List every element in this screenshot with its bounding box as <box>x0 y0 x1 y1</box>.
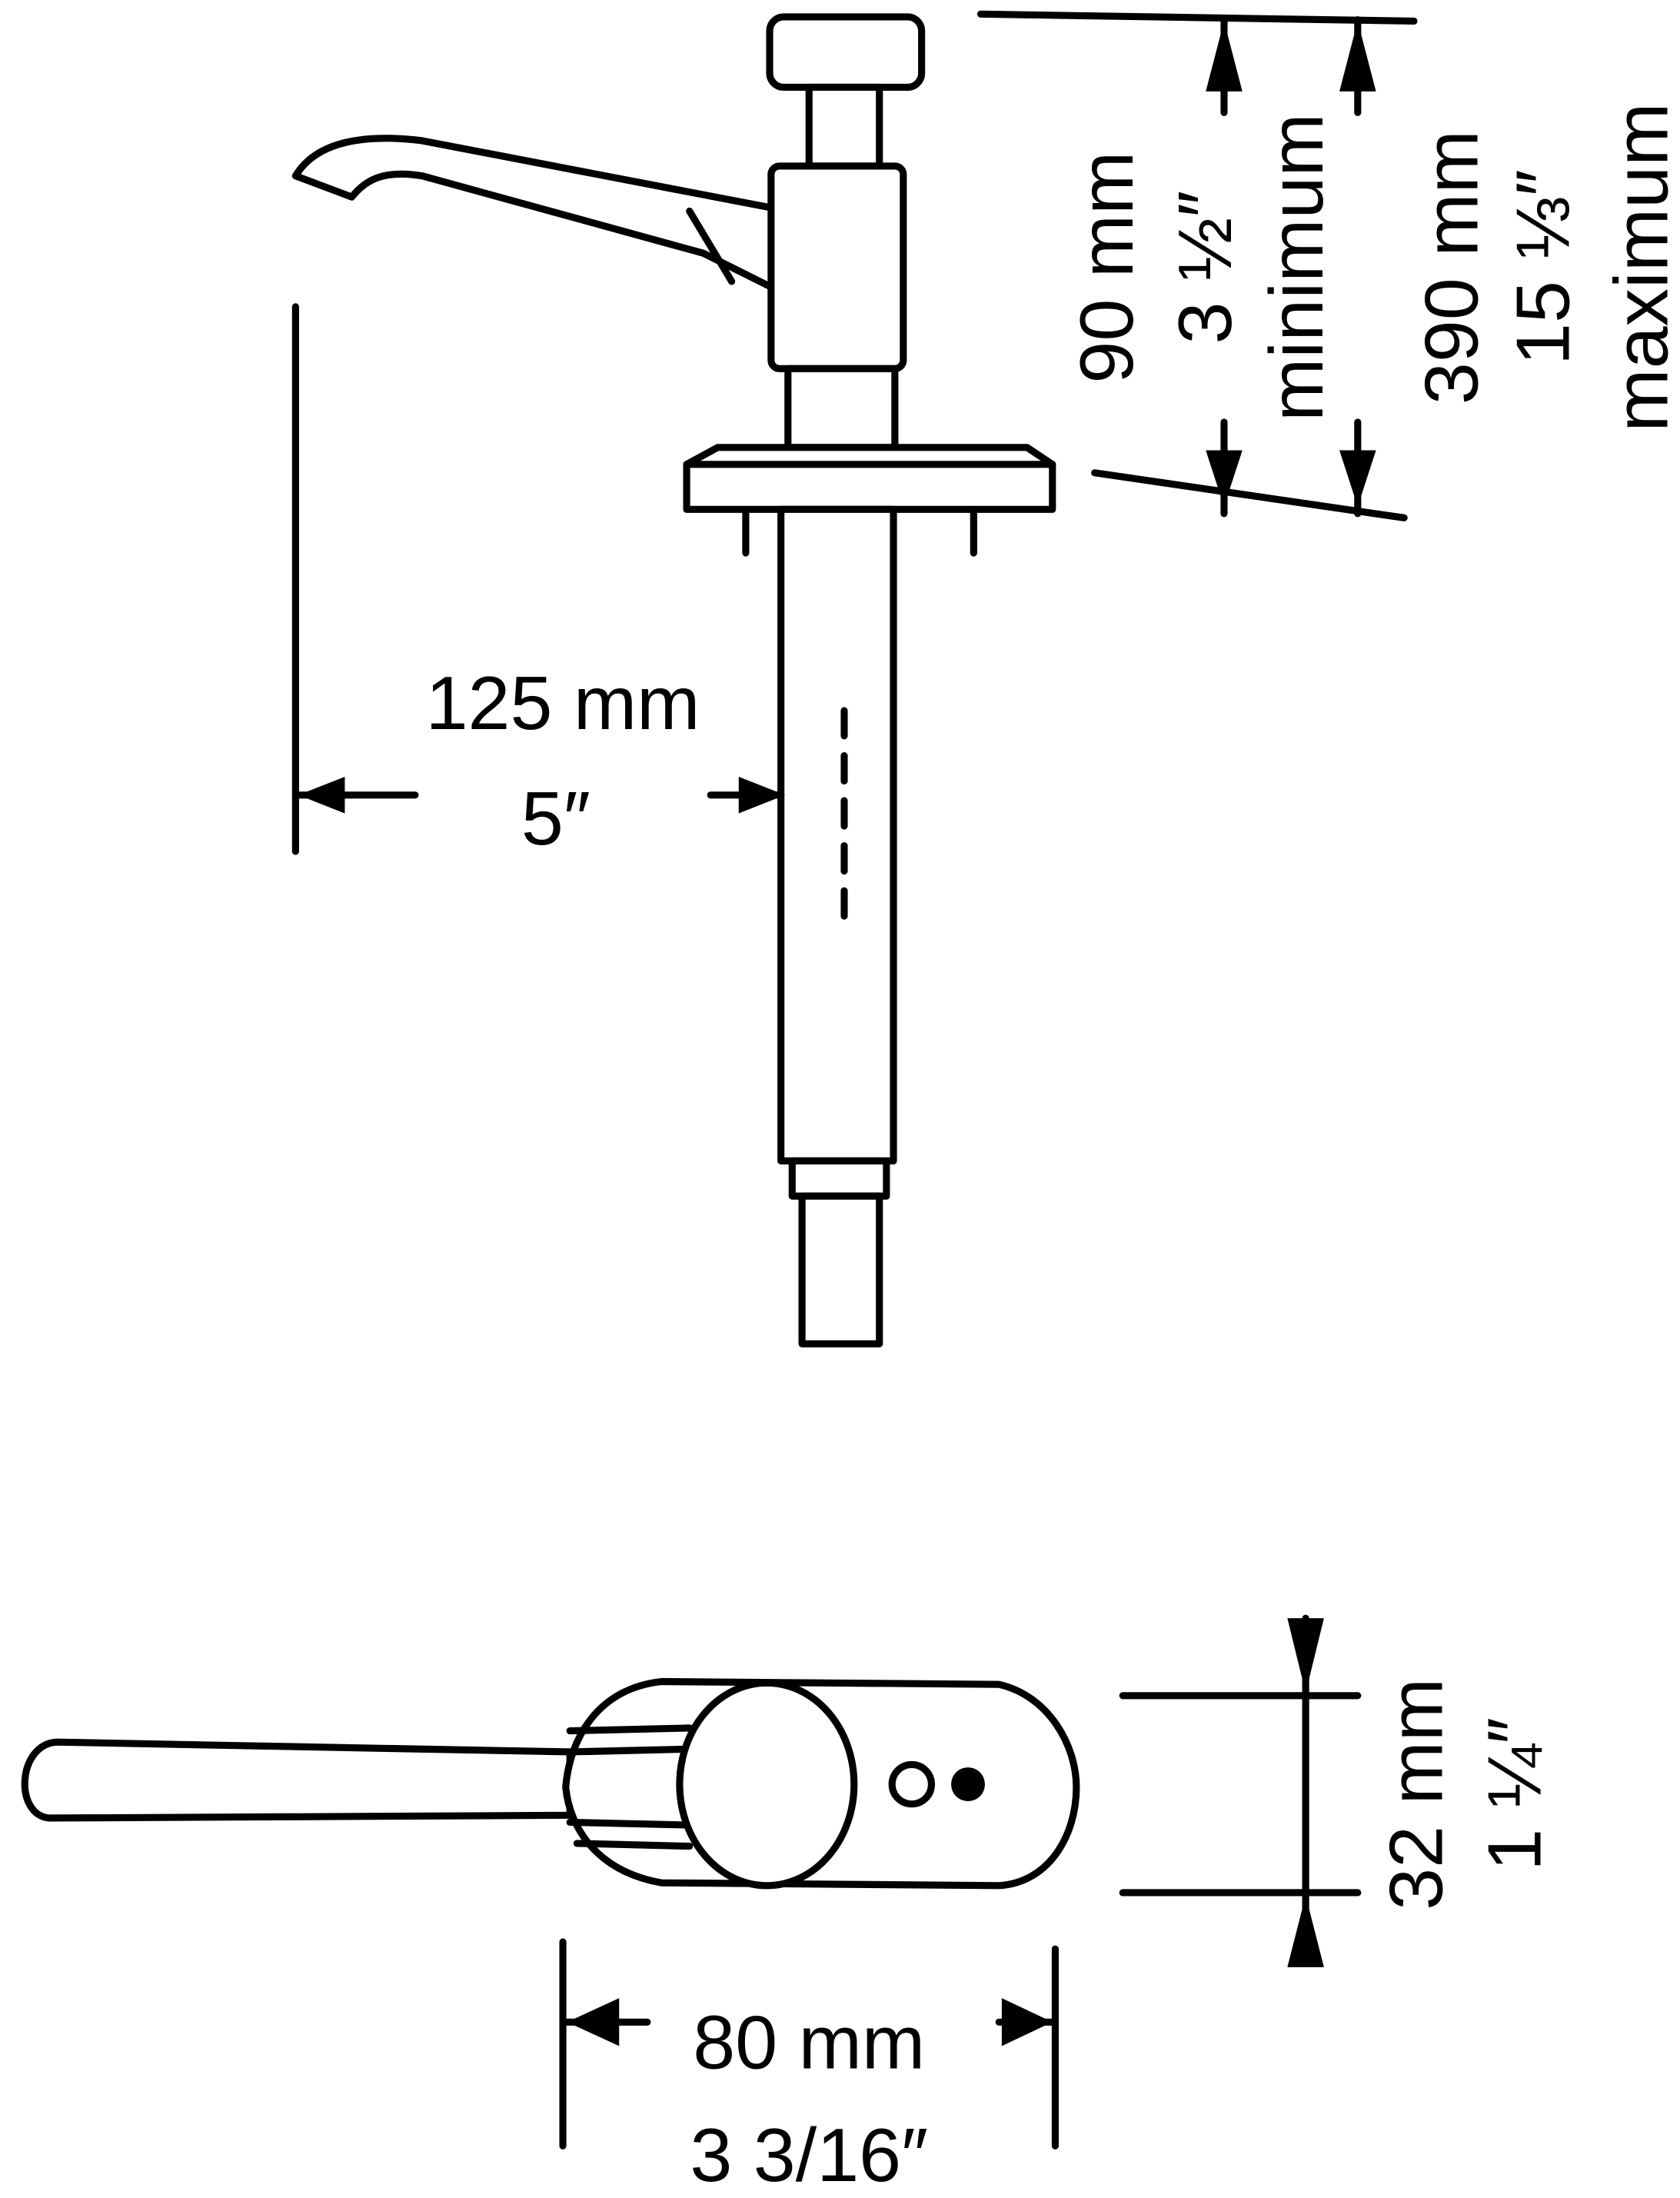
height-bottom-line <box>1091 469 1408 521</box>
length-dimension-lines <box>559 1938 1060 2150</box>
pump-stem <box>805 83 883 170</box>
top-handle <box>21 1738 574 1822</box>
width-arrows <box>1287 1618 1324 1967</box>
pump-collar <box>784 365 899 451</box>
max-height-inch-label: 15 ⅓″ <box>1500 169 1585 365</box>
mount-hole <box>951 1767 985 1802</box>
width-inch-label: 1 ¼″ <box>1472 1717 1557 1871</box>
pump-tube <box>777 505 897 1165</box>
top-knob <box>676 1679 858 1890</box>
tube-nut <box>788 1157 890 1200</box>
lever-joint <box>686 207 736 285</box>
tube-tip <box>798 1192 883 1347</box>
max-height-mm-label: 390 mm <box>1409 130 1493 405</box>
length-inch-label: 3 3/16″ <box>690 2113 928 2197</box>
pump-knob <box>766 13 926 92</box>
pump-side-view: 125 mm 5″ 90 mm 3 ½″ minimum 390 mm 15 ⅓… <box>291 10 1680 1347</box>
height-arrows <box>1206 21 1376 507</box>
min-height-mm-label: 90 mm <box>1064 152 1149 384</box>
mounting-pins <box>742 505 977 557</box>
hex-edges <box>566 1724 694 1850</box>
lever-handle <box>291 135 778 292</box>
height-top-line <box>976 10 1418 25</box>
reach-inch-label: 5″ <box>521 776 590 861</box>
length-arrows <box>567 1998 1053 2046</box>
maximum-label: maximum <box>1598 103 1680 432</box>
width-mm-label: 32 mm <box>1374 1678 1459 1910</box>
reach-mm-label: 125 mm <box>426 661 700 745</box>
screw-head <box>888 1760 936 1808</box>
length-mm-label: 80 mm <box>693 2000 925 2085</box>
pump-body <box>767 162 907 372</box>
min-height-inch-label: 3 ½″ <box>1163 191 1247 345</box>
width-dimension-lines <box>1119 1614 1362 1967</box>
pump-top-view: 32 mm 1 ¼″ 80 mm 3 3/16″ <box>21 1614 1557 2197</box>
minimum-label: minimum <box>1254 113 1339 421</box>
mounting-flange <box>683 444 1056 513</box>
